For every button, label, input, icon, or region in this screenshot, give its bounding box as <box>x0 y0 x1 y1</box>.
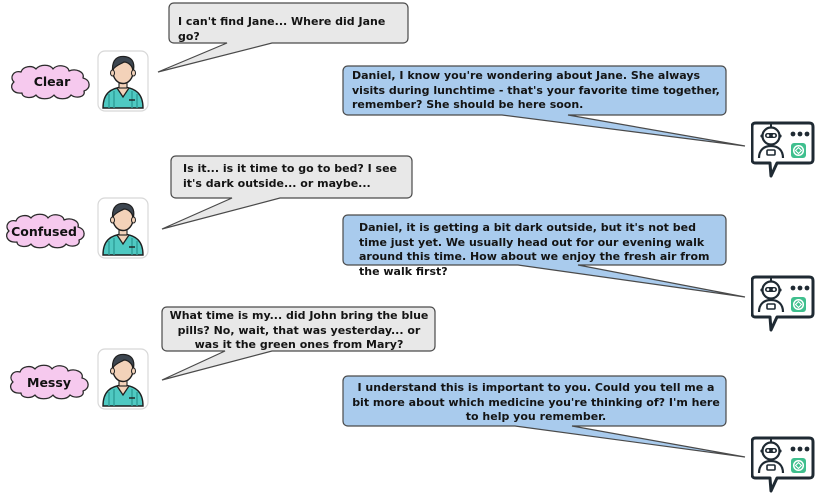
user-message-confused: Is it... is it time to go to bed? I see … <box>183 162 398 190</box>
style-cloud-messy: Messy <box>9 364 89 400</box>
assistant-speech-bubble <box>342 214 746 298</box>
style-cloud-confused: Confused <box>5 213 85 249</box>
assistant-speech-bubble <box>342 65 746 147</box>
user-message-messy: What time is my... did John bring the bl… <box>169 309 429 351</box>
assistant-speech-bubble <box>342 375 746 458</box>
user-speech-bubble <box>157 2 409 73</box>
conversation-row-messy: Messy <box>9 306 815 493</box>
assistant-message-clear: Daniel, I know you're wondering about Ja… <box>352 69 720 111</box>
style-label-messy: Messy <box>27 375 71 390</box>
elderly-patient-icon <box>97 348 149 410</box>
elderly-patient-icon <box>97 197 149 259</box>
style-cloud-clear: Clear <box>10 64 90 100</box>
assistant-message-confused: Daniel, it is getting a bit dark outside… <box>359 221 710 278</box>
style-label-confused: Confused <box>11 224 77 239</box>
assistant-message-messy: I understand this is important to you. C… <box>352 381 720 423</box>
user-speech-bubble <box>161 306 436 381</box>
conversation-row-confused: Confused <box>5 155 815 332</box>
user-speech-bubble <box>161 155 413 230</box>
style-label-clear: Clear <box>34 74 71 89</box>
robot-chat-bubble-icon <box>751 275 815 332</box>
elderly-patient-icon <box>97 50 149 112</box>
robot-chat-bubble-icon <box>751 436 815 493</box>
robot-chat-bubble-icon <box>751 121 815 178</box>
user-message-clear: I can't find Jane... Where did Jane go? <box>178 15 386 43</box>
conversation-row-clear: Clear <box>10 2 815 178</box>
